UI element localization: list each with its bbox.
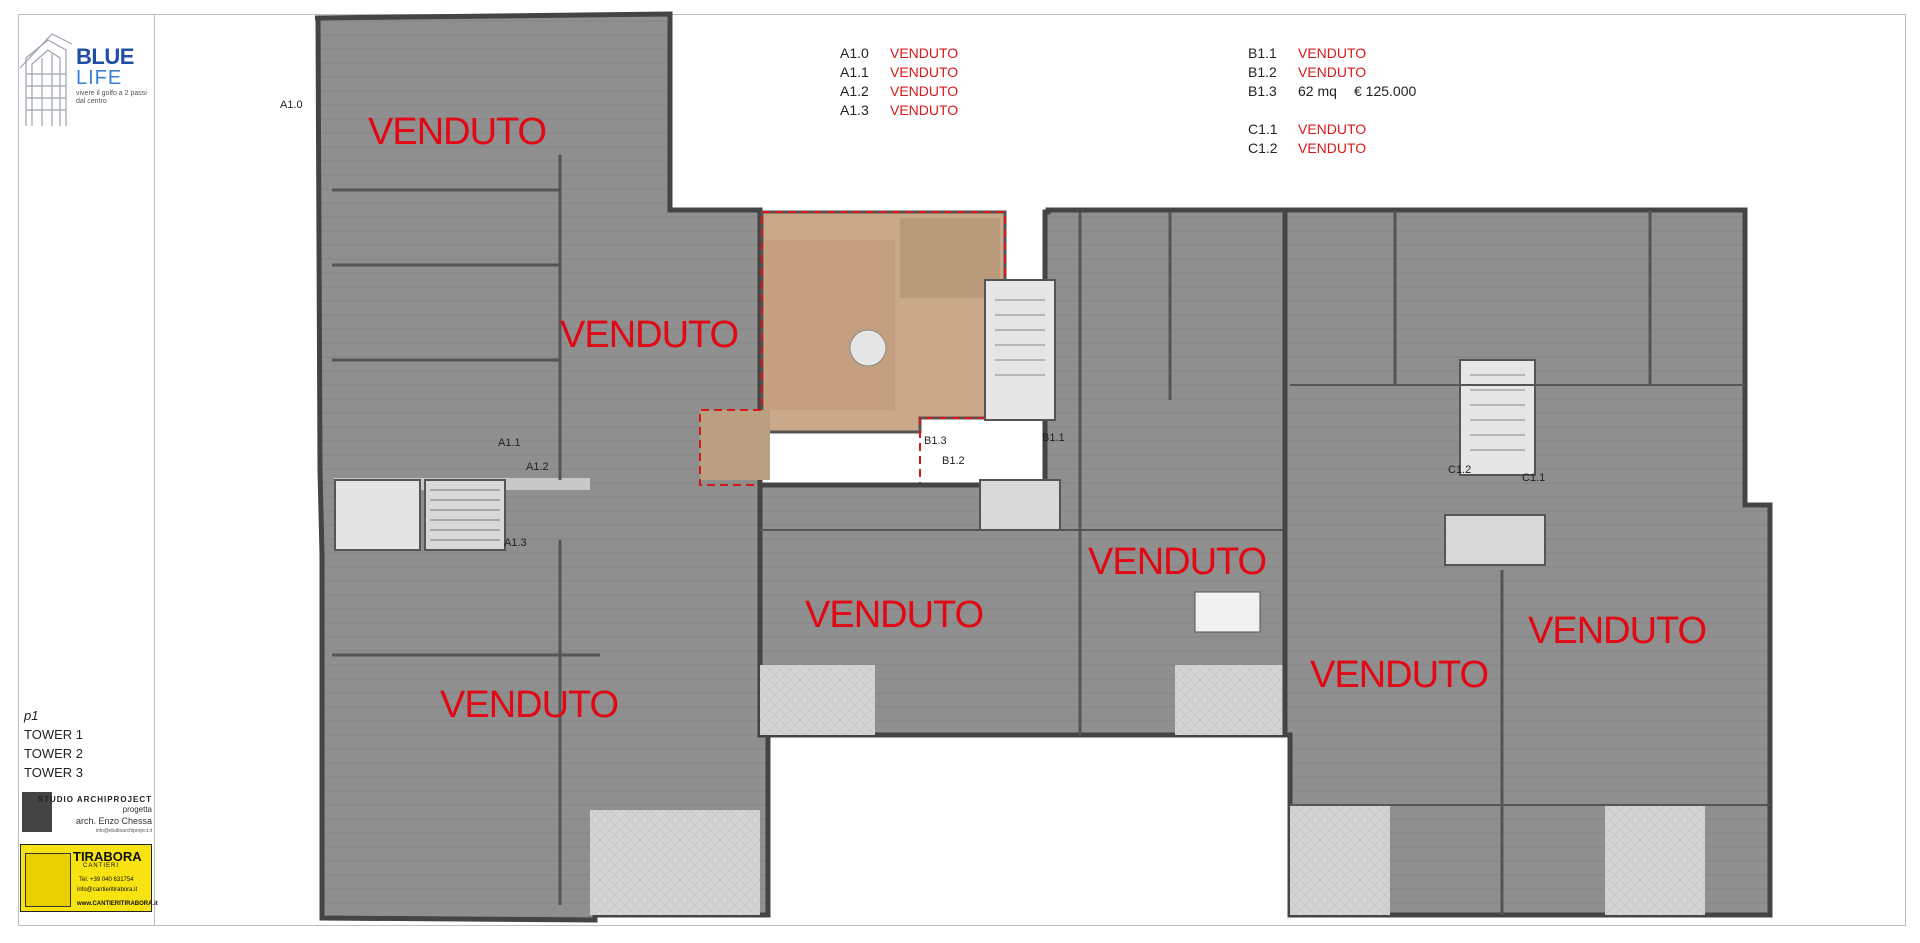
legend-unit: C1.2 [1248, 140, 1278, 156]
blue-life-logo: BLUE LIFE vivere il golfo a 2 passi dal … [18, 28, 154, 138]
legend-status: VENDUTO [890, 45, 959, 61]
sold-label-a11: VENDUTO [560, 314, 739, 356]
legend-unit: A1.3 [840, 102, 869, 118]
builder-sub: CANTIERI [83, 863, 120, 869]
studio-email: info@studioarchiproject.it [95, 828, 152, 834]
architect-name: arch. Enzo Chessa [75, 816, 152, 826]
sold-label-c12: VENDUTO [1310, 654, 1489, 696]
builder-name: TIRABORA [73, 849, 142, 864]
legend-size: 62 mq [1298, 83, 1337, 99]
unit-tag-c11: C1.1 [1522, 472, 1546, 484]
unit-b13-highlight[interactable] [699, 210, 1007, 486]
studio-archiproject-credit: STUDIO ARCHIPROJECT progetta arch. Enzo … [22, 792, 154, 836]
legend-status: VENDUTO [890, 102, 959, 118]
logo-tagline: vivere il golfo a 2 passi dal centro [76, 90, 147, 105]
floor-tower-list: p1 TOWER 1 TOWER 2 TOWER 3 [24, 706, 83, 782]
unit-tag-a13: A1.3 [504, 537, 527, 549]
excavator-icon [25, 853, 71, 907]
floor-level: p1 [24, 708, 39, 723]
tower-3-block [1262, 207, 1773, 918]
sold-label-c11: VENDUTO [1528, 610, 1707, 652]
tower-3-label: TOWER 3 [24, 765, 83, 780]
tower-2-block [757, 207, 1293, 738]
legend-status: VENDUTO [1298, 64, 1367, 80]
unit-tag-b13[interactable]: B1.3 [924, 435, 947, 447]
logo-word-life: LIFE [76, 67, 123, 89]
legend-unit: C1.1 [1248, 121, 1278, 137]
tower-1-label: TOWER 1 [24, 727, 83, 742]
unit-tag-a10: A1.0 [280, 99, 303, 111]
unit-tag-b11: B1.1 [1042, 432, 1065, 444]
unit-tag-c12: C1.2 [1448, 464, 1472, 476]
tower-1-block [314, 11, 771, 923]
legend-row-b12: B1.2 VENDUTO [1248, 63, 1416, 82]
sold-label-a12: VENDUTO [805, 594, 984, 636]
legend-row-b11: B1.1 VENDUTO [1248, 44, 1416, 63]
builder-email: info@cantieritirabora.it [77, 887, 138, 893]
studio-name: STUDIO ARCHIPROJECT [37, 795, 152, 804]
studio-sub: progetta [122, 805, 152, 814]
unit-tag-b12: B1.2 [942, 455, 965, 467]
legend-row-a12: A1.2 VENDUTO [840, 82, 958, 101]
legend-unit: B1.2 [1248, 64, 1277, 80]
legend-status: VENDUTO [1298, 121, 1367, 137]
logo-word-blue: BLUE [76, 44, 134, 69]
studio-logo-mark [22, 792, 52, 832]
legend-row-b13[interactable]: B1.3 62 mq € 125.000 [1248, 82, 1416, 101]
tirabora-builder-badge: TIRABORA CANTIERI Tel. +39 040 631754 in… [20, 844, 158, 912]
legend-unit: B1.3 [1248, 83, 1277, 99]
unit-tag-a12: A1.2 [526, 461, 549, 473]
sold-label-a10: VENDUTO [368, 111, 547, 153]
legend-unit: A1.2 [840, 83, 869, 99]
legend-unit: B1.1 [1248, 45, 1277, 61]
legend-row-c12: C1.2 VENDUTO [1248, 139, 1366, 158]
legend-row-a10: A1.0 VENDUTO [840, 44, 958, 63]
legend-status: VENDUTO [1298, 45, 1367, 61]
drawing-frame [18, 14, 1906, 926]
building-logo-icon [19, 33, 73, 126]
legend-status: VENDUTO [1298, 140, 1367, 156]
legend-price: € 125.000 [1354, 83, 1417, 99]
legend-status: VENDUTO [890, 83, 959, 99]
unit-tag-a11: A1.1 [498, 437, 521, 449]
tower-2-label: TOWER 2 [24, 746, 83, 761]
title-block-sidebar [18, 14, 155, 926]
legend-unit: A1.1 [840, 64, 869, 80]
builder-tel: Tel. +39 040 631754 [79, 877, 134, 883]
legend-status: VENDUTO [890, 64, 959, 80]
legend-row-a13: A1.3 VENDUTO [840, 101, 958, 120]
sold-label-b11: VENDUTO [1088, 541, 1267, 583]
legend-unit: A1.0 [840, 45, 869, 61]
legend-row-a11: A1.1 VENDUTO [840, 63, 958, 82]
builder-url: www.CANTIERITIRABORA.it [77, 901, 158, 907]
legend-row-c11: C1.1 VENDUTO [1248, 120, 1366, 139]
sold-label-a13: VENDUTO [440, 684, 619, 726]
